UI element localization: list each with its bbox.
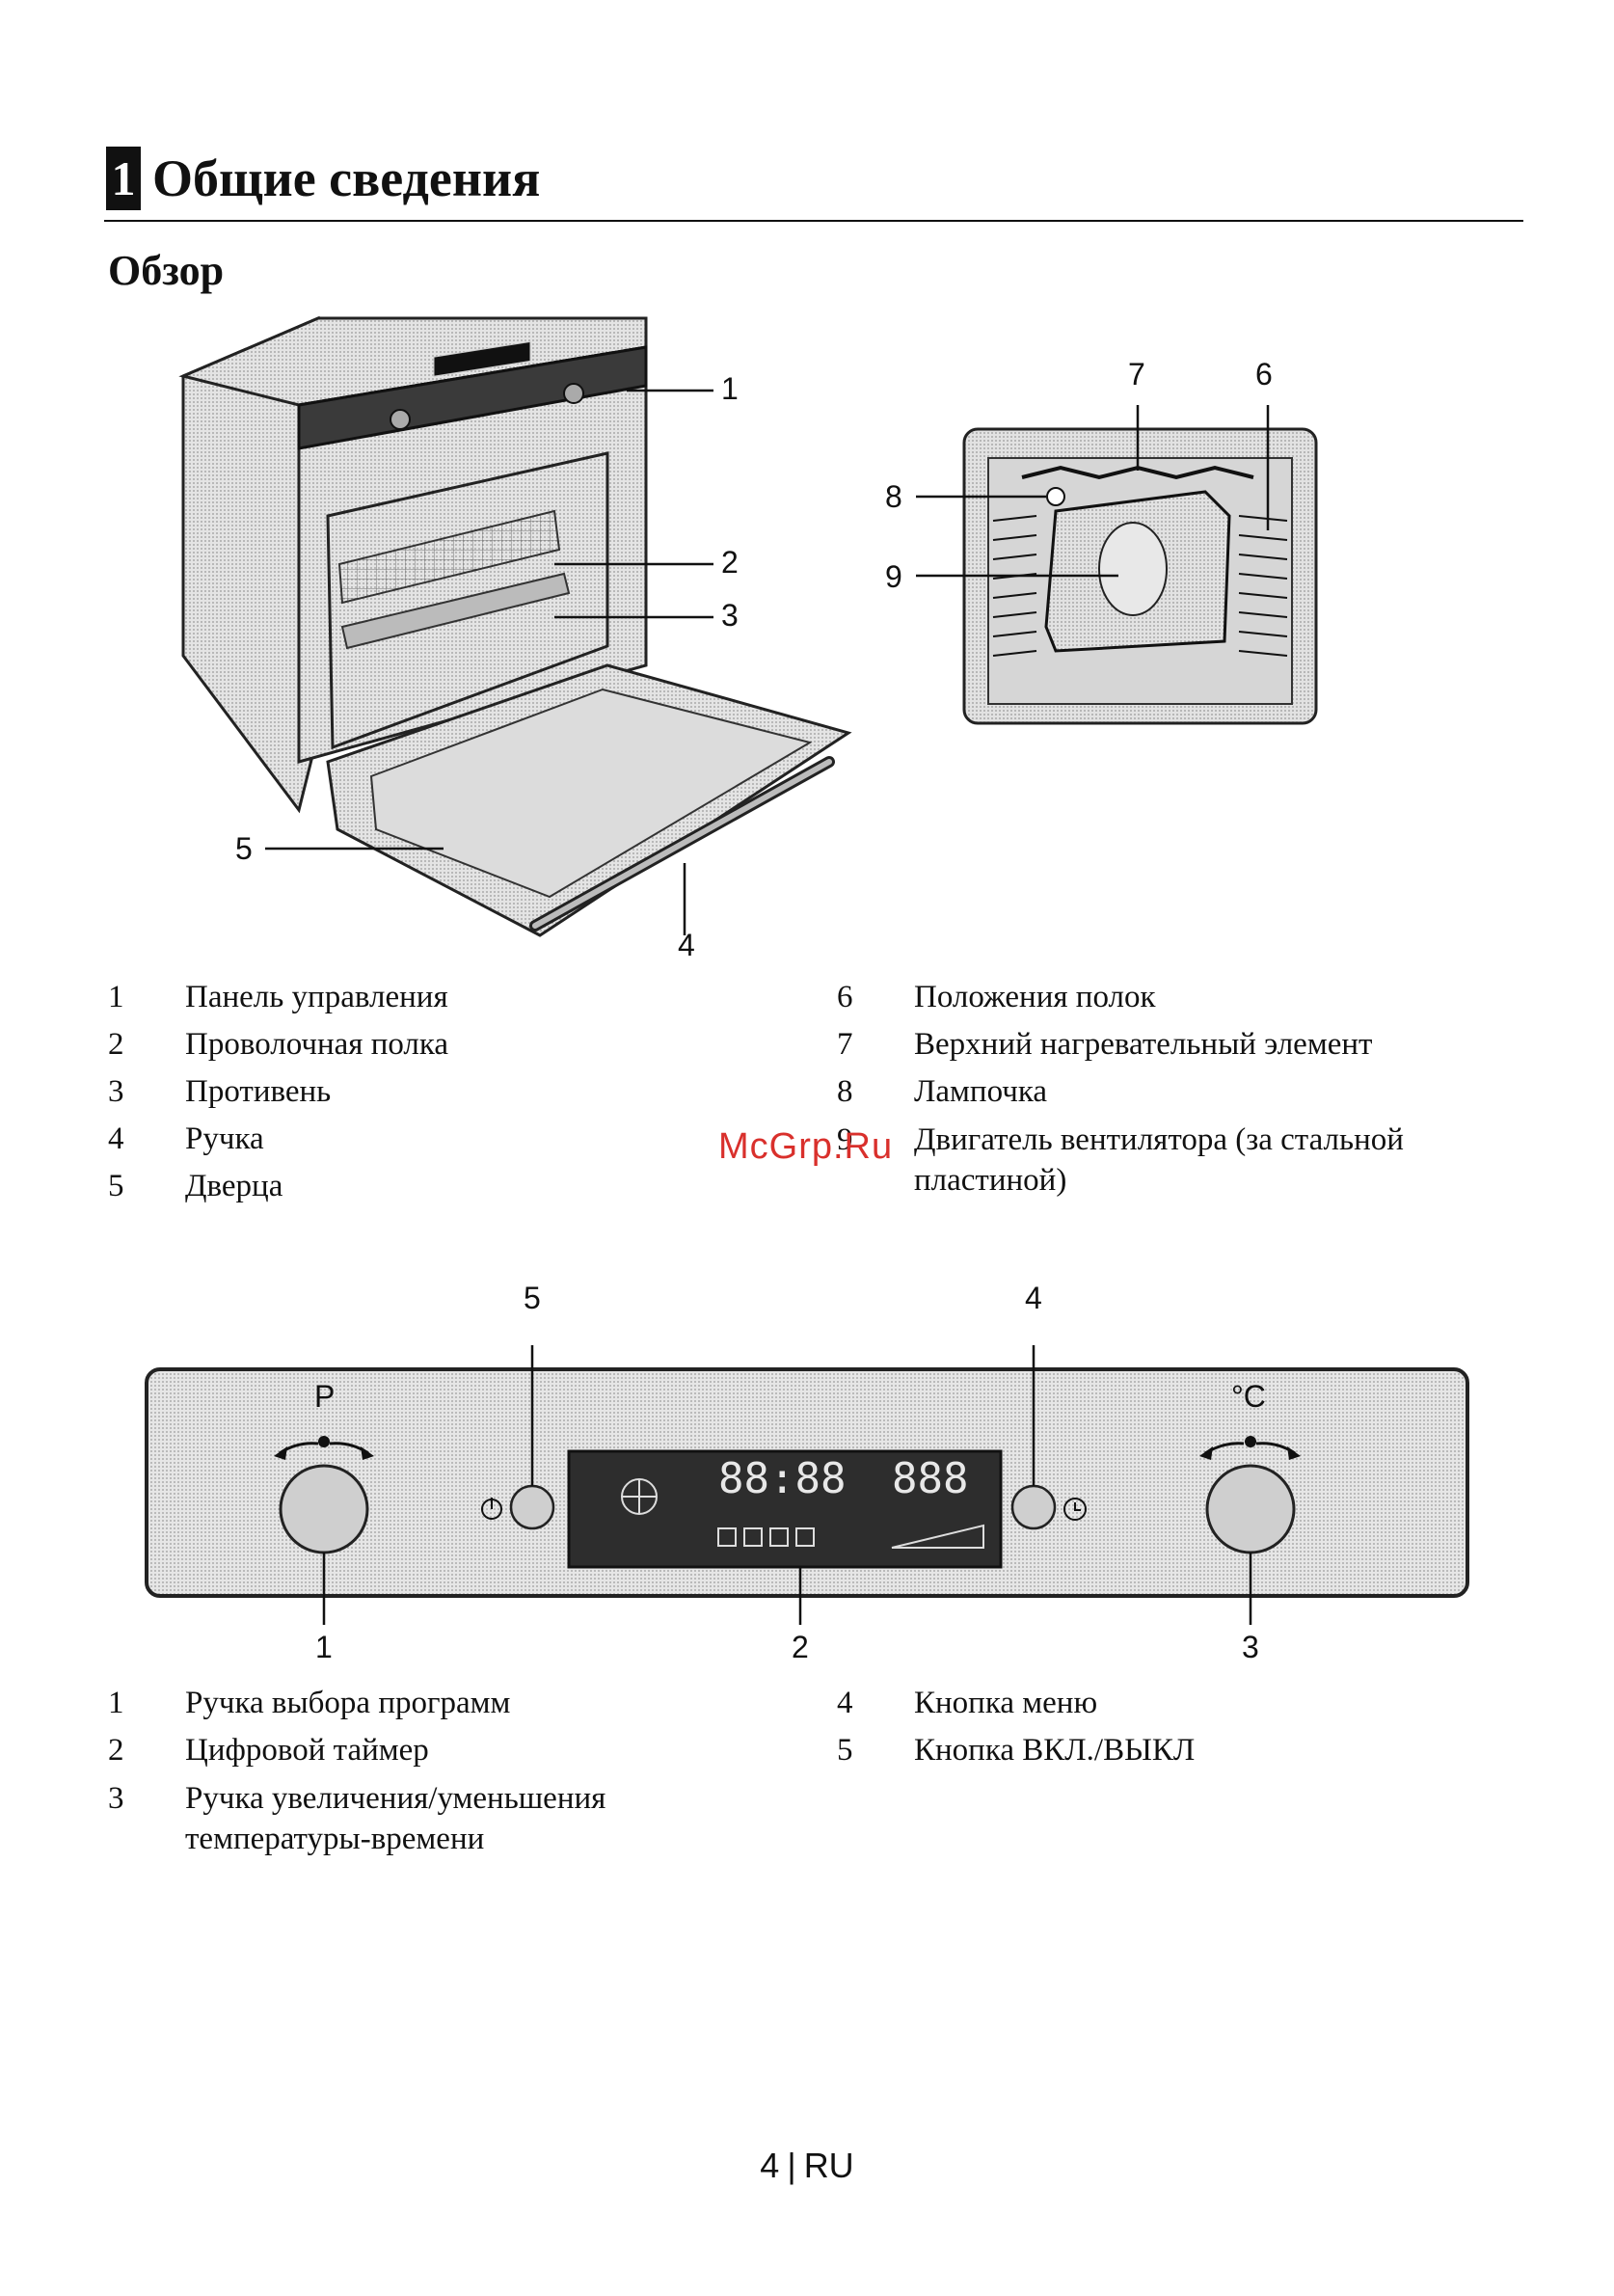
control-panel-illustration — [145, 1345, 1469, 1625]
control-panel — [297, 345, 648, 450]
page-footer: 4|RU — [760, 2146, 854, 2185]
heading-rule — [104, 220, 1523, 222]
callout-cavity-6: 6 — [1255, 357, 1273, 392]
page-number: 4 — [760, 2146, 780, 2185]
oven-illustration — [178, 315, 852, 937]
display-time-digits: 88:88 — [718, 1454, 847, 1503]
level-bar — [891, 1524, 984, 1549]
callout-panel-2: 2 — [792, 1630, 809, 1664]
section-title: Общие сведения — [152, 149, 541, 207]
callout-oven-3: 3 — [721, 598, 739, 633]
oven-top — [178, 316, 648, 407]
panel-knob-left — [390, 409, 411, 430]
tray — [340, 572, 571, 650]
menu-button — [1010, 1484, 1057, 1530]
callout-panel-5: 5 — [524, 1281, 541, 1315]
panel-display — [433, 340, 531, 377]
wire-shelf — [337, 509, 561, 605]
fan-motor — [1098, 522, 1168, 616]
clock-icon — [1063, 1498, 1087, 1521]
display-temp-digits: 888 — [892, 1454, 969, 1503]
shelf-ribs-right — [1238, 515, 1288, 657]
callout-cavity-8: 8 — [885, 479, 902, 514]
page-language: RU — [803, 2146, 854, 2185]
callout-cavity-7: 7 — [1128, 357, 1145, 392]
cavity-illustration — [916, 405, 1318, 725]
callout-panel-4: 4 — [1025, 1281, 1042, 1315]
callout-panel-3: 3 — [1242, 1630, 1259, 1664]
on-off-button — [509, 1484, 555, 1530]
door-glass — [369, 688, 813, 899]
temp-time-knob — [1205, 1464, 1296, 1554]
callout-oven-5: 5 — [235, 831, 253, 866]
knob-label-program: P — [314, 1379, 336, 1414]
watermark: McGrp.Ru — [718, 1126, 894, 1167]
knob-label-temperature: °C — [1231, 1379, 1266, 1414]
callout-oven-4: 4 — [678, 928, 695, 962]
panel-knob-right — [563, 383, 584, 404]
section-heading: 1 Общие сведения — [106, 145, 540, 212]
subheading: Обзор — [108, 247, 225, 294]
callout-oven-2: 2 — [721, 545, 739, 580]
oven-lamp — [1046, 487, 1065, 506]
program-knob — [279, 1464, 369, 1554]
callout-cavity-9: 9 — [885, 559, 902, 594]
callout-panel-1: 1 — [315, 1630, 333, 1664]
callout-oven-1: 1 — [721, 371, 739, 406]
section-number: 1 — [106, 147, 141, 210]
